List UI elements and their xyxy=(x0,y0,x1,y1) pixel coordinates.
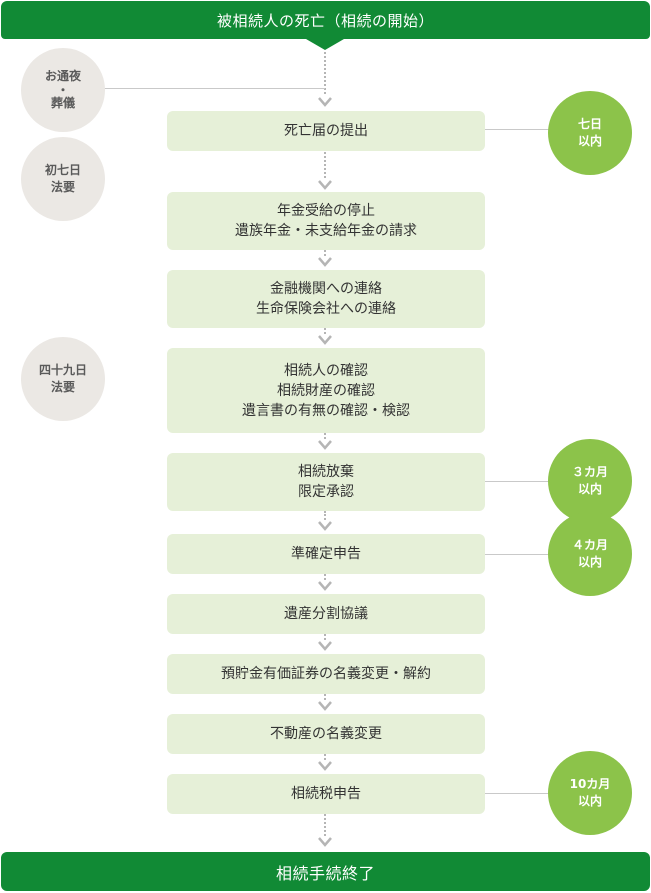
chevron-down-icon xyxy=(318,180,332,190)
side-event-wake-funeral: お通夜 ・ 葬儀 xyxy=(21,48,105,132)
chevron-down-icon xyxy=(318,97,332,107)
step-line: 相続人の確認 xyxy=(284,362,368,379)
step-line: 遺族年金・未支給年金の請求 xyxy=(235,223,417,239)
chevron-down-icon xyxy=(318,440,332,450)
connector-line xyxy=(324,634,326,640)
side-event-line: 法要 xyxy=(50,180,75,194)
deadline-connector xyxy=(485,554,549,555)
connector-line xyxy=(324,152,326,178)
step-line: 相続税申告 xyxy=(291,786,361,802)
step-line: 相続放棄 xyxy=(298,464,354,480)
connector-line xyxy=(324,574,326,580)
step-line: 年金受給の停止 xyxy=(277,203,375,219)
connector-line xyxy=(324,250,326,256)
deadline-connector xyxy=(485,793,549,794)
step-deposits-securities: 預貯金有価証券の名義変更・解約 xyxy=(167,654,485,694)
step-inheritance-tax: 相続税申告 xyxy=(167,774,485,814)
step-estate-division: 遺産分割協議 xyxy=(167,594,485,634)
deadline-line: 七日 xyxy=(577,117,602,131)
step-line: 預貯金有価証券の名義変更・解約 xyxy=(221,666,431,682)
end-banner-label: 相続手続終了 xyxy=(275,863,375,883)
deadline-line: 以内 xyxy=(577,482,602,496)
chevron-down-icon xyxy=(318,581,332,591)
deadline-three-months: ３カ月 以内 xyxy=(548,439,632,523)
start-banner-label: 被相続人の死亡（相続の開始） xyxy=(216,11,434,30)
start-banner: 被相続人の死亡（相続の開始） xyxy=(1,1,650,39)
step-quasi-final-return: 準確定申告 xyxy=(167,534,485,574)
side-event-line: 法要 xyxy=(50,380,75,394)
connector-line xyxy=(324,433,326,439)
step-line: 不動産の名義変更 xyxy=(270,726,382,742)
side-event-line: 四十九日 xyxy=(38,363,87,377)
side-event-seventh-day: 初七日 法要 xyxy=(21,137,105,221)
connector-line xyxy=(324,754,326,760)
step-line: 限定承認 xyxy=(298,484,354,500)
deadline-ten-months: 10カ月 以内 xyxy=(548,751,632,835)
step-heir-asset-will-check: 相続人の確認 相続財産の確認 遺言書の有無の確認・検認 xyxy=(167,348,485,433)
deadline-line: ３カ月 xyxy=(571,465,608,479)
chevron-down-icon xyxy=(318,837,332,847)
step-line: 生命保険会社への連絡 xyxy=(256,301,396,317)
step-death-notice: 死亡届の提出 xyxy=(167,111,485,151)
step-real-estate: 不動産の名義変更 xyxy=(167,714,485,754)
side-event-line: 葬儀 xyxy=(50,96,75,110)
step-line: 準確定申告 xyxy=(291,546,361,562)
step-line: 死亡届の提出 xyxy=(284,123,368,139)
step-line: 遺言書の有無の確認・検認 xyxy=(242,402,410,419)
deadline-line: 以内 xyxy=(577,555,602,569)
deadline-line: 以内 xyxy=(577,794,602,808)
step-renunciation: 相続放棄 限定承認 xyxy=(167,453,485,511)
step-pension: 年金受給の停止 遺族年金・未支給年金の請求 xyxy=(167,192,485,250)
connector-line xyxy=(324,328,326,334)
step-line: 金融機関への連絡 xyxy=(270,281,382,297)
deadline-connector xyxy=(485,481,549,482)
chevron-down-icon xyxy=(318,701,332,711)
side-event-line: 初七日 xyxy=(44,163,81,177)
start-banner-notch xyxy=(306,39,344,50)
step-line: 相続財産の確認 xyxy=(277,382,375,399)
deadline-connector xyxy=(485,129,549,130)
side-event-connector xyxy=(104,88,325,89)
step-line: 遺産分割協議 xyxy=(284,606,368,622)
connector-line xyxy=(324,52,326,94)
step-contact-institutions: 金融機関への連絡 生命保険会社への連絡 xyxy=(167,270,485,328)
deadline-line: 10カ月 xyxy=(569,777,611,791)
chevron-down-icon xyxy=(318,335,332,345)
side-event-forty-ninth-day: 四十九日 法要 xyxy=(21,337,105,421)
connector-line xyxy=(324,694,326,700)
side-event-line: ・ xyxy=(56,83,69,97)
side-event-line: お通夜 xyxy=(44,69,81,83)
chevron-down-icon xyxy=(318,521,332,531)
connector-line xyxy=(324,511,326,520)
chevron-down-icon xyxy=(318,761,332,771)
chevron-down-icon xyxy=(318,641,332,651)
deadline-line: ４カ月 xyxy=(571,538,608,552)
deadline-line: 以内 xyxy=(577,134,602,148)
chevron-down-icon xyxy=(318,257,332,267)
end-banner: 相続手続終了 xyxy=(1,852,650,891)
deadline-four-months: ４カ月 以内 xyxy=(548,512,632,596)
deadline-seven-days: 七日 以内 xyxy=(548,91,632,175)
connector-line xyxy=(324,814,326,836)
